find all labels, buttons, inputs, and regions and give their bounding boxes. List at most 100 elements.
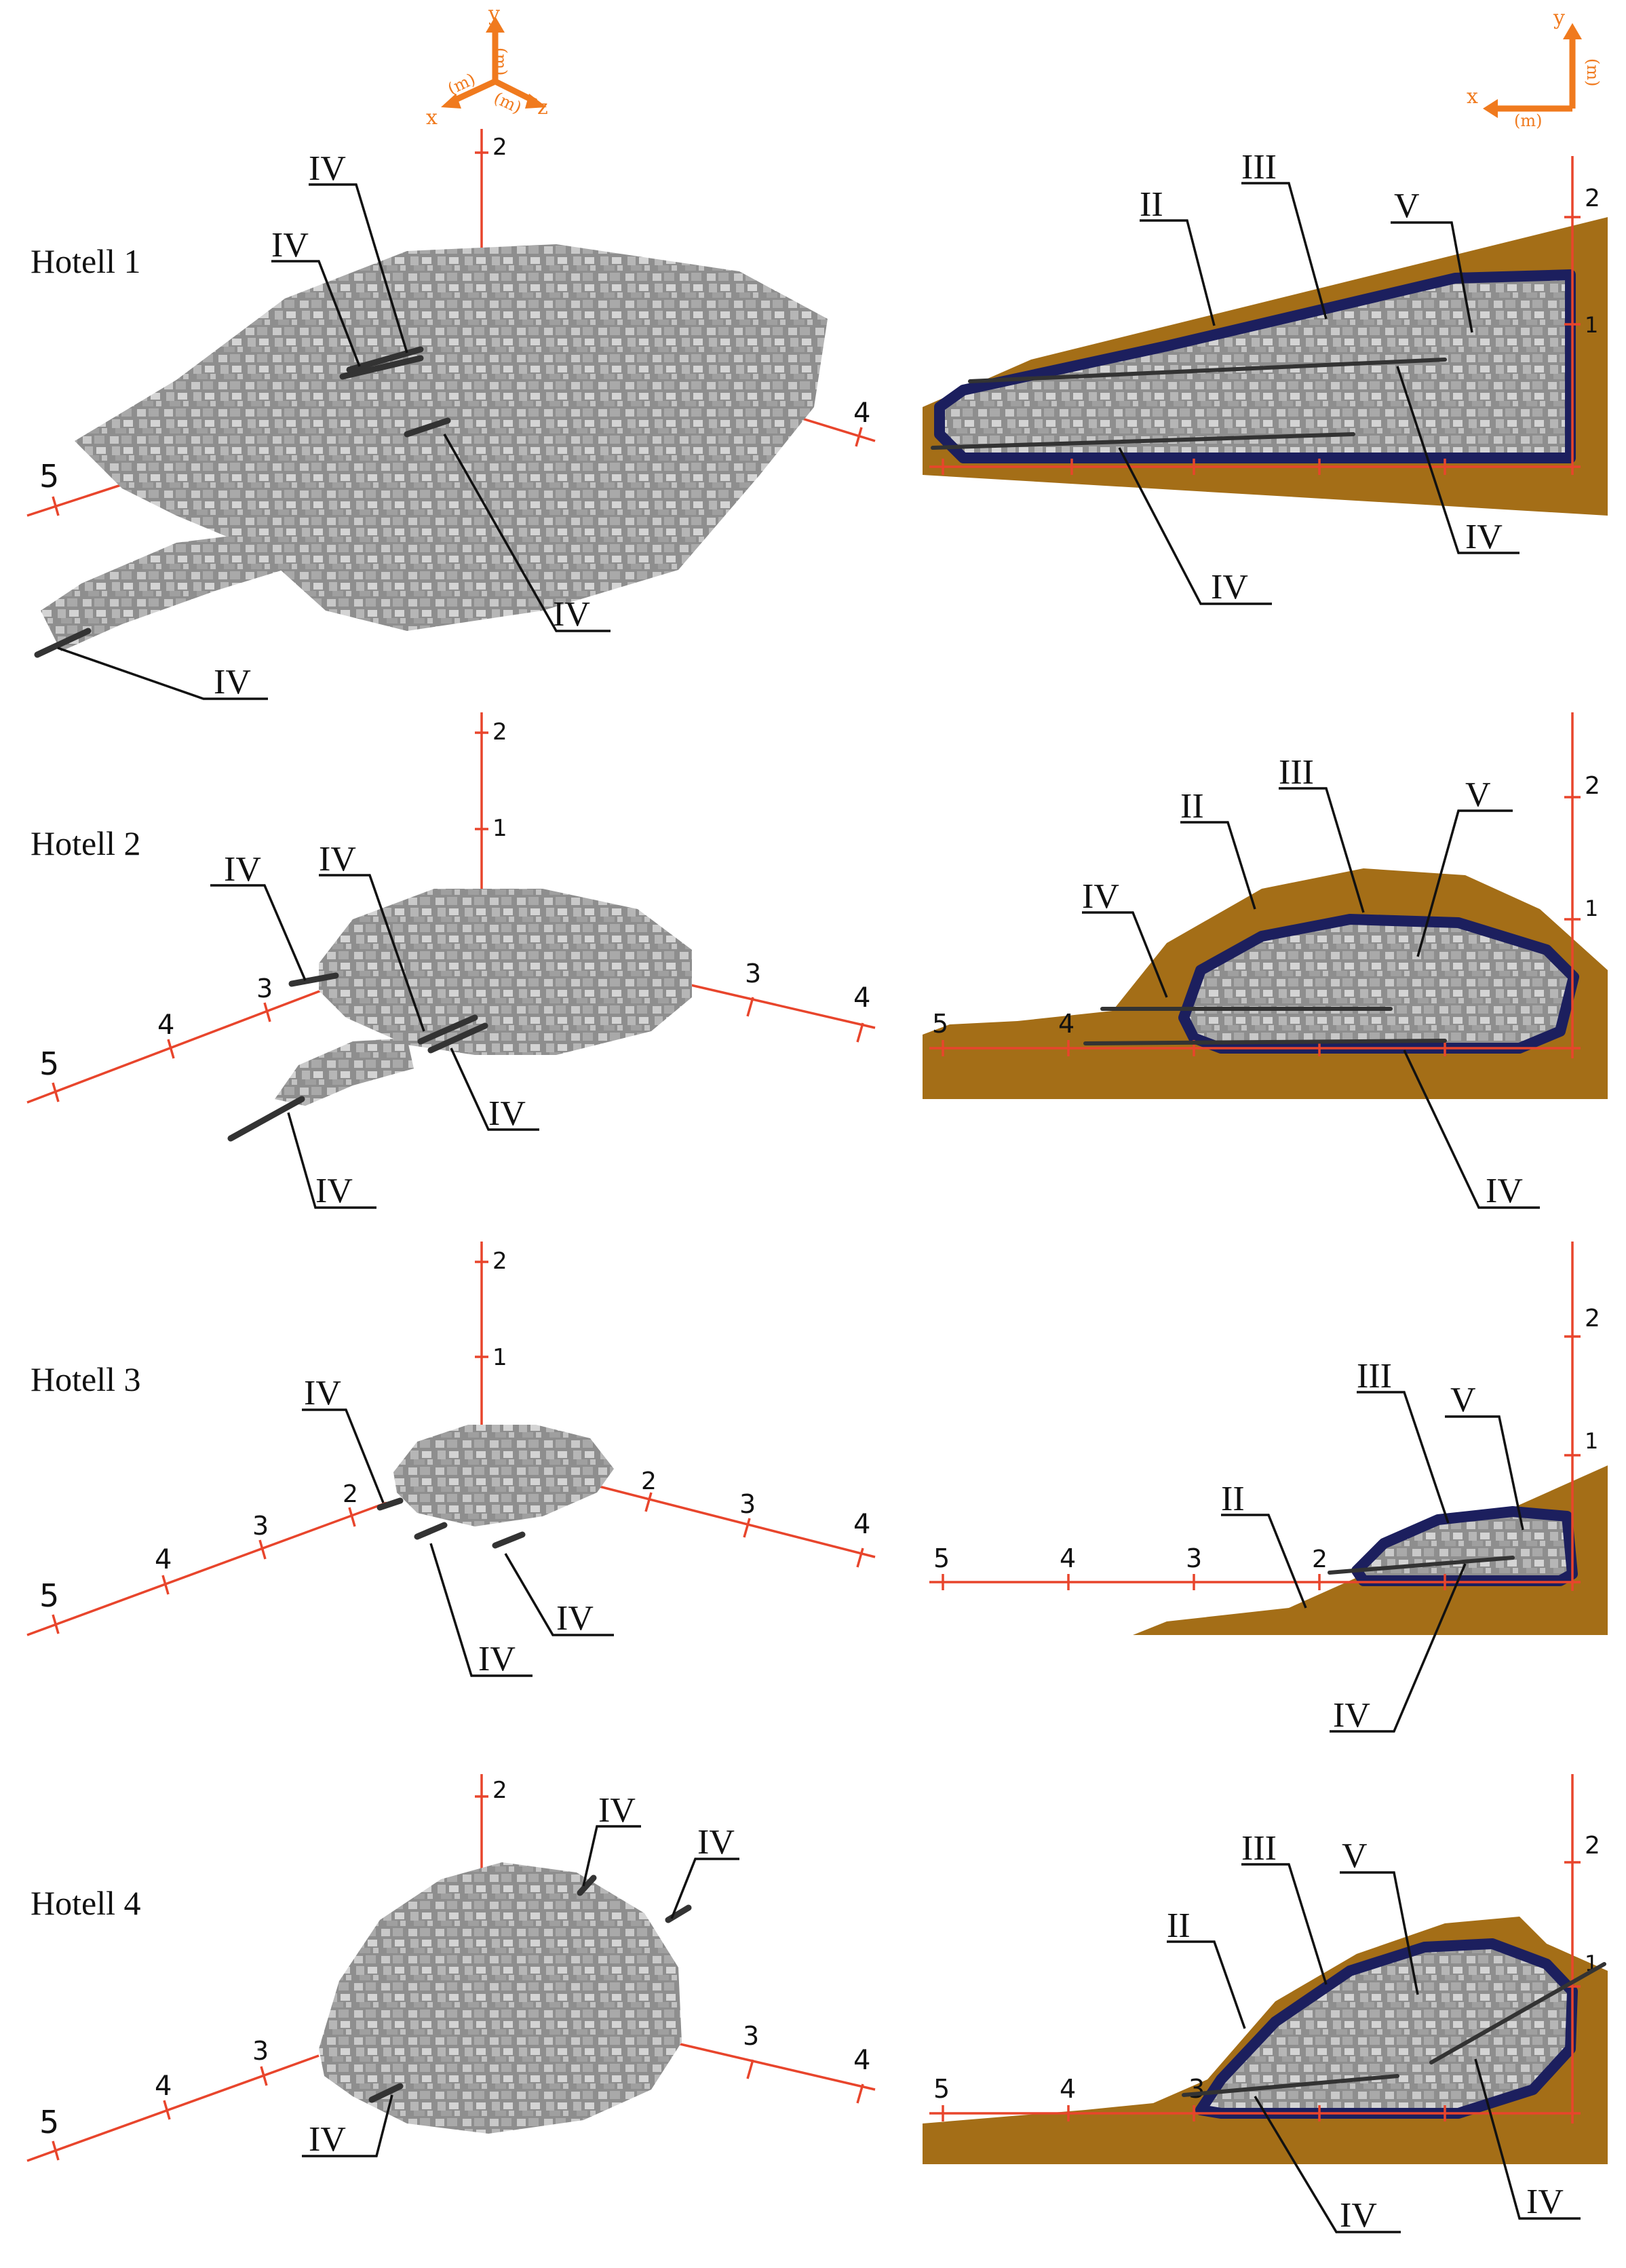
orient2-unit-y: (m)	[1583, 58, 1602, 86]
svg-text:II: II	[1221, 1480, 1245, 1518]
svg-text:3: 3	[743, 2021, 759, 2051]
svg-text:III: III	[1241, 1829, 1277, 1868]
rock-pile-2-3d	[319, 889, 692, 1055]
svg-text:IV: IV	[1465, 518, 1503, 556]
orientation-2d: y x (m) (m)	[1467, 6, 1602, 130]
svg-text:III: III	[1241, 148, 1277, 187]
orient-z: z	[537, 96, 548, 119]
hotel-1-perspective: 2 5 4 IV IV IV IV	[26, 129, 876, 701]
svg-text:4: 4	[853, 2045, 870, 2076]
svg-text:1: 1	[1585, 896, 1598, 921]
orient2-unit-x: (m)	[1514, 111, 1542, 130]
svg-text:1: 1	[1585, 312, 1598, 338]
hotel-3-side-section: 2 1 5 4 3 2 II III V IV	[929, 1242, 1608, 1735]
svg-text:IV: IV	[315, 1172, 353, 1210]
svg-text:3: 3	[739, 1489, 756, 1519]
svg-text:III: III	[1357, 1357, 1392, 1396]
svg-text:IV: IV	[304, 1374, 341, 1412]
svg-text:V: V	[1450, 1381, 1476, 1419]
rock-section-3	[1357, 1512, 1572, 1581]
orientation-3d: y x z (m) (m) (m)	[426, 2, 548, 130]
svg-text:IV: IV	[271, 226, 309, 265]
svg-text:3: 3	[745, 959, 761, 988]
svg-text:IV: IV	[1340, 2196, 1377, 2235]
svg-text:2: 2	[343, 1480, 358, 1508]
svg-text:1: 1	[492, 1344, 507, 1371]
svg-text:IV: IV	[319, 840, 356, 879]
hotel-4-label: Hotell 4	[31, 1884, 140, 1922]
svg-text:IV: IV	[224, 850, 261, 889]
svg-text:5: 5	[39, 2104, 59, 2140]
svg-text:4: 4	[1060, 2074, 1076, 2104]
hotel-3-label: Hotell 3	[31, 1360, 140, 1398]
svg-text:IV: IV	[488, 1094, 526, 1133]
svg-text:IV: IV	[309, 2120, 346, 2159]
svg-text:5: 5	[933, 2074, 950, 2104]
rock-spur-1-3d	[41, 529, 305, 651]
svg-text:4: 4	[157, 1010, 174, 1041]
svg-text:IV: IV	[697, 1823, 735, 1862]
svg-text:II: II	[1167, 1906, 1191, 1945]
hotel-2-side-section: 2 1 5 4 II III V IV IV	[923, 712, 1608, 1210]
svg-text:IV: IV	[309, 149, 346, 188]
hotel-1-label: Hotell 1	[31, 242, 140, 280]
hotel-4-side-section: 2 1 5 4 3 II III V IV IV	[923, 1774, 1608, 2235]
svg-text:V: V	[1342, 1837, 1368, 1875]
orient2-y: y	[1553, 6, 1565, 30]
svg-text:V: V	[1465, 775, 1491, 814]
svg-text:5: 5	[39, 1577, 59, 1614]
liner-1	[934, 269, 1576, 463]
svg-text:4: 4	[1060, 1543, 1076, 1573]
svg-text:3: 3	[252, 1511, 269, 1541]
svg-text:3: 3	[1188, 2074, 1205, 2104]
svg-text:4: 4	[853, 982, 870, 1014]
svg-text:2: 2	[492, 1248, 507, 1275]
svg-text:IV: IV	[556, 1599, 594, 1638]
svg-text:IV: IV	[478, 1640, 516, 1678]
svg-text:IV: IV	[1486, 1172, 1523, 1210]
liner-2	[1178, 914, 1579, 1054]
orient-y: y	[488, 2, 500, 26]
svg-text:2: 2	[492, 718, 507, 746]
svg-text:IV: IV	[1211, 568, 1248, 607]
rock-pile-3-3d	[393, 1425, 614, 1526]
orient-x: x	[426, 106, 438, 130]
hotel-4-perspective: 2 5 4 3 3 4 IV IV IV	[26, 1774, 876, 2162]
svg-text:4: 4	[853, 398, 870, 429]
svg-text:5: 5	[933, 1543, 950, 1573]
svg-text:3: 3	[1186, 1543, 1202, 1573]
svg-text:1: 1	[1585, 1428, 1598, 1454]
rock-pile-4-3d	[319, 1862, 682, 2134]
svg-text:2: 2	[641, 1467, 657, 1495]
svg-text:IV: IV	[598, 1791, 636, 1830]
rock-spur-2-3d	[275, 1038, 414, 1106]
orient-unit-y: (m)	[491, 47, 510, 75]
svg-text:5: 5	[932, 1009, 948, 1039]
svg-text:IV: IV	[1333, 1696, 1370, 1735]
svg-text:2: 2	[492, 1777, 507, 1804]
svg-text:2: 2	[1585, 1305, 1600, 1332]
svg-text:4: 4	[853, 1509, 870, 1540]
svg-text:1: 1	[492, 815, 507, 842]
rock-section-2	[1184, 919, 1574, 1048]
liner-3	[1351, 1506, 1578, 1586]
svg-text:2: 2	[492, 134, 507, 161]
svg-text:5: 5	[39, 1045, 59, 1082]
svg-text:III: III	[1279, 753, 1314, 792]
svg-text:5: 5	[39, 458, 59, 495]
svg-text:2: 2	[1585, 185, 1600, 212]
svg-text:2: 2	[1585, 1832, 1600, 1860]
svg-text:IV: IV	[1082, 877, 1119, 916]
svg-text:IV: IV	[1526, 2183, 1564, 2221]
svg-text:4: 4	[155, 1544, 172, 1575]
svg-text:II: II	[1180, 787, 1204, 826]
svg-text:3: 3	[256, 974, 273, 1003]
hotel-3-perspective: 2 1 5 4 3 2 2 3 4 IV IV IV	[26, 1242, 876, 1678]
svg-text:2: 2	[1312, 1545, 1328, 1573]
svg-text:2: 2	[1585, 772, 1600, 800]
svg-text:4: 4	[155, 2071, 172, 2102]
svg-text:IV: IV	[553, 595, 590, 634]
soil-3	[1133, 1465, 1608, 1635]
svg-text:IV: IV	[214, 663, 251, 701]
